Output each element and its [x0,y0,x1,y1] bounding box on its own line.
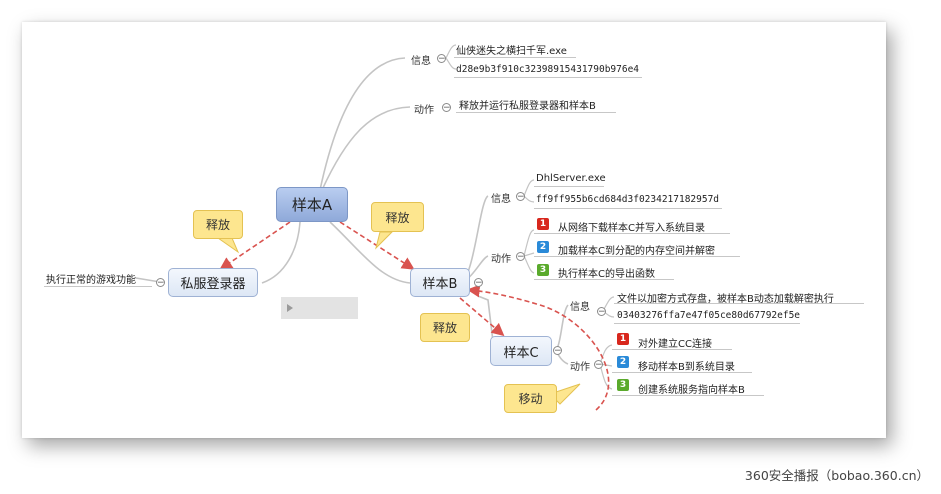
relation-arrows [219,221,610,411]
collapse-toggle-a-action[interactable]: − [442,103,451,113]
collapse-toggle-b-info[interactable]: − [516,192,525,202]
c-step-2-text: 移动样本B到系统目录 [638,362,735,373]
callout-move-label: 移动 [518,392,543,406]
c-step-3-underline [612,395,764,396]
callout-release-c-label: 释放 [432,321,457,335]
b-step-1-text: 从网络下载样本C并写入系统目录 [558,223,705,234]
b-step-3-underline [534,279,674,280]
a-action-label: 动作 [414,105,434,116]
b-step-3-badge: 3 [537,264,549,276]
callout-release-top-label: 释放 [385,210,410,225]
b-step-2-text: 加载样本C到分配的内存空间并解密 [558,246,715,257]
c-step-3-badge: 3 [617,379,629,391]
b-info-label: 信息 [491,194,511,205]
c-step-2-badge: 2 [617,356,629,368]
playback-control[interactable] [281,297,358,319]
callout-release-left: 释放 [193,210,243,239]
mindmap-canvas [22,22,886,438]
c-step-1-badge: 1 [617,333,629,345]
c-info-desc: 文件以加密方式存盘，被样本B动态加载解密执行 [617,294,834,305]
collapse-toggle-a-info[interactable]: − [437,54,446,64]
b-step-2-underline [534,256,740,257]
b-step-2-badge: 2 [537,241,549,253]
private-server-desc-underline [44,286,152,287]
sample-c-label: 样本C [503,345,539,361]
c-info-hash-underline [614,323,800,324]
c-step-3-text: 创建系统服务指向样本B [638,385,745,396]
collapse-toggle-b-action[interactable]: − [516,252,525,262]
b-info-filename: DhlServer.exe [536,173,606,184]
a-info-hash-underline [454,77,642,78]
callout-release-c: 释放 [420,313,470,342]
root-node-label: 样本A [291,196,333,214]
b-action-label: 动作 [491,254,511,265]
a-action-text: 释放并运行私服登录器和样本B [459,101,596,112]
root-node-sample-a[interactable]: 样本A [276,187,348,222]
callout-move: 移动 [504,384,557,413]
collapse-toggle-private-server[interactable]: − [156,278,165,288]
a-info-hash: d28e9b3f910c32398915431790b976e4 [456,64,640,75]
node-sample-b[interactable]: 样本B [410,268,470,297]
b-info-filename-underline [534,186,604,187]
a-info-filename-underline [454,57,576,58]
play-icon [287,304,293,312]
callout-release-left-label: 释放 [205,218,230,232]
c-action-label: 动作 [570,362,590,373]
b-step-3-text: 执行样本C的导出函数 [558,269,655,280]
a-info-label: 信息 [411,56,431,67]
private-server-label: 私服登录器 [180,277,246,292]
c-info-hash: 03403276ffa7e47f05ce80d67792ef5e [617,310,801,321]
c-info-desc-underline [614,303,864,304]
callout-tails [216,231,581,405]
node-private-server[interactable]: 私服登录器 [168,268,258,297]
collapse-toggle-sample-c[interactable]: − [553,346,562,356]
callout-release-top: 释放 [371,202,424,232]
a-action-underline [456,112,616,113]
c-step-2-underline [612,372,752,373]
private-server-desc: 执行正常的游戏功能 [46,275,136,286]
collapse-toggle-c-info[interactable]: − [597,307,606,317]
node-sample-c[interactable]: 样本C [490,336,552,366]
a-info-filename: 仙侠迷失之横扫千军.exe [456,46,567,57]
b-info-hash: ff9ff955b6cd684d3f0234217182957d [536,194,720,205]
b-step-1-underline [534,233,730,234]
collapse-toggle-sample-b[interactable]: − [474,278,483,288]
c-step-1-text: 对外建立CC连接 [638,339,712,350]
c-step-1-underline [612,349,732,350]
collapse-toggle-c-action[interactable]: − [594,360,603,370]
watermark: 360安全播报（bobao.360.cn） [744,468,929,483]
b-info-hash-underline [534,208,722,209]
c-info-label: 信息 [570,302,590,313]
b-step-1-badge: 1 [537,218,549,230]
sample-b-label: 样本B [422,277,458,292]
